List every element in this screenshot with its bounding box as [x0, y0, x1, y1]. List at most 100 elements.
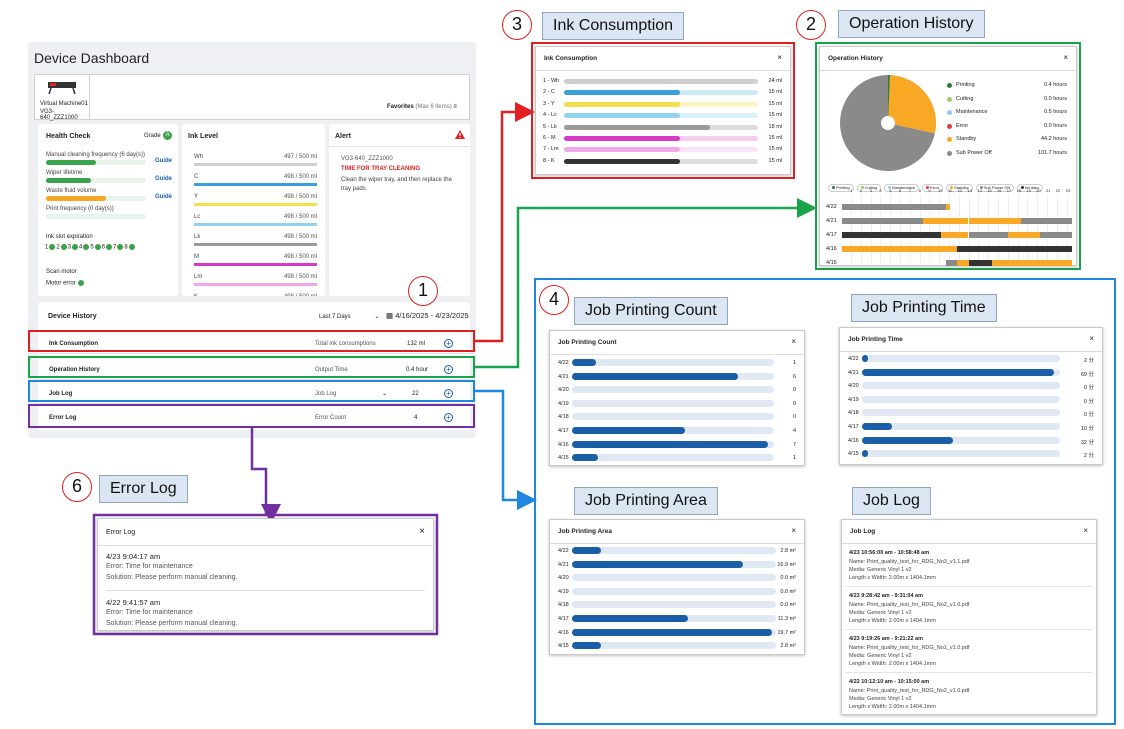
ink-consumption-label: 1 - Wh	[543, 78, 560, 84]
job-log-size: Length x Width: 2.00m x 1404.1mm	[849, 661, 936, 667]
history-row-value: 132 ml	[407, 341, 426, 347]
health-check-card: Health Check Grade A Ink slot expiration…	[38, 124, 178, 296]
ink-level-name: Y	[194, 194, 199, 200]
ink-level-bar	[194, 203, 317, 206]
bar-track	[572, 587, 776, 595]
date-range-picker[interactable]: ▦ 4/16/2025 - 4/23/2025	[386, 311, 469, 320]
error-log-solution: Solution: Please perform manual cleaning…	[106, 574, 238, 581]
ink-slot-status-dot	[60, 244, 67, 250]
hour-gridline	[909, 195, 911, 263]
device-tab[interactable]: Virtual Machine01 VG3-640_ZZZ1000	[34, 74, 90, 121]
history-row-name: Operation History	[49, 367, 100, 373]
bar-value: 2 分	[1083, 453, 1094, 460]
callout-number-1: 1	[408, 276, 438, 306]
expand-plus-icon[interactable]: +	[444, 339, 453, 348]
pie-slice-printing	[888, 75, 890, 123]
hour-gridline	[870, 195, 872, 263]
state-chip[interactable]: No data	[1016, 184, 1043, 192]
ink-consumption-value: 18 ml	[768, 123, 782, 130]
health-item-fill	[46, 178, 91, 183]
bar-value: 0 分	[1083, 412, 1094, 419]
close-icon[interactable]: ×	[791, 337, 796, 346]
ink-consumption-label: 5 - Lk	[543, 123, 557, 130]
ink-consumption-value: 15 ml	[768, 135, 782, 141]
state-chip[interactable]: Standby	[946, 184, 973, 192]
expand-plus-icon[interactable]: +	[444, 413, 453, 422]
hour-tick-label: 12	[957, 188, 963, 193]
health-item-label: Wiper lifetime	[46, 170, 83, 176]
callout-job-log: Job Log	[852, 487, 931, 515]
favorites-control[interactable]: Favorites (Max 6 items) ≡	[387, 104, 457, 110]
ink-level-name: C	[194, 174, 199, 180]
hour-gridline	[988, 195, 990, 263]
job-log-media: Media: Generic Vinyl 1 v2	[849, 653, 912, 659]
state-chip[interactable]: Printing	[828, 184, 854, 192]
chip-dot	[888, 186, 892, 189]
state-chip[interactable]: Sub Power Off	[975, 184, 1014, 192]
state-chip[interactable]: Cutting	[856, 184, 882, 192]
expand-plus-icon[interactable]: +	[444, 365, 453, 374]
callout-job-printing-time: Job Printing Time	[851, 294, 997, 322]
hour-gridline	[1027, 195, 1029, 263]
timeline-day-label: 4/16	[826, 246, 837, 252]
bar-date-label: 4/17	[558, 428, 569, 434]
expand-plus-icon[interactable]: +	[444, 389, 453, 398]
ink-consumption-label: 6 - M	[543, 135, 556, 141]
close-icon[interactable]: ×	[777, 53, 782, 62]
legend-swatch	[947, 150, 952, 156]
bar-value: 2 分	[1083, 358, 1094, 364]
ink-level-bar	[194, 183, 317, 186]
page-title: Device Dashboard	[34, 50, 150, 66]
history-row-metric: Output Time	[315, 367, 348, 373]
alert-title: Alert	[335, 133, 351, 140]
close-icon[interactable]: ×	[1083, 526, 1088, 535]
error-log-time: 4/22 9:41:57 am	[106, 598, 161, 607]
ink-consumption-title: Ink Consumption	[544, 55, 598, 62]
job-log-title: Job Log	[850, 528, 876, 535]
range-select-value: Last 7 Days	[319, 314, 351, 320]
job-log-divider	[846, 629, 1092, 630]
job-printing-area-title: Job Printing Area	[558, 528, 612, 535]
ink-consumption-bar	[564, 136, 681, 141]
guide-link[interactable]: Guide	[155, 158, 173, 164]
bar-date-label: 4/15	[848, 451, 859, 458]
bar-track	[572, 386, 774, 394]
state-chip[interactable]: Error	[922, 184, 944, 192]
job-log-time: 4/23 9:19:26 am - 9:21:22 am	[849, 636, 923, 642]
grade-label: Grade	[144, 133, 161, 139]
range-select[interactable]: Last 7 Days ⌄	[319, 313, 379, 320]
bar-date-label: 4/18	[558, 414, 569, 421]
ink-slot-status-dot	[49, 244, 56, 250]
bar-date-label: 4/22	[558, 548, 569, 554]
state-chip[interactable]: Maintenance	[884, 184, 920, 192]
guide-link[interactable]: Guide	[155, 194, 173, 200]
close-icon[interactable]: ×	[1063, 53, 1068, 62]
guide-link[interactable]: Guide	[155, 176, 173, 182]
chip-label: Cutting	[864, 185, 878, 190]
close-icon[interactable]: ×	[791, 526, 796, 535]
timeline-segment	[922, 218, 951, 224]
job-printing-count-header: Job Printing Count ×	[550, 331, 804, 355]
legend-name: Error	[956, 122, 969, 129]
timeline-segment	[1021, 218, 1072, 224]
ink-level-value: 498 / 500 ml	[283, 194, 317, 200]
bar-date-label: 4/15	[558, 455, 569, 462]
history-row-metric: Total ink consumptions	[315, 341, 376, 347]
date-range-text: 4/16/2025 - 4/23/2025	[395, 311, 469, 320]
legend-swatch	[947, 110, 952, 115]
ink-level-name: Lk	[194, 234, 201, 240]
bar-fill	[862, 423, 892, 430]
job-log-media: Media: Generic Vinyl 1 v2	[849, 610, 912, 616]
chip-label: Standby	[954, 185, 969, 190]
legend-value: 0.0 hours	[1044, 122, 1067, 129]
ink-consumption-bar	[564, 79, 758, 84]
health-item-label: Manual cleaning frequency (6 day(s))	[46, 152, 146, 158]
chip-dot	[1020, 186, 1024, 189]
close-icon[interactable]: ×	[1089, 334, 1094, 343]
close-icon[interactable]: ×	[419, 526, 425, 537]
ink-slot-status-dot	[117, 244, 124, 250]
